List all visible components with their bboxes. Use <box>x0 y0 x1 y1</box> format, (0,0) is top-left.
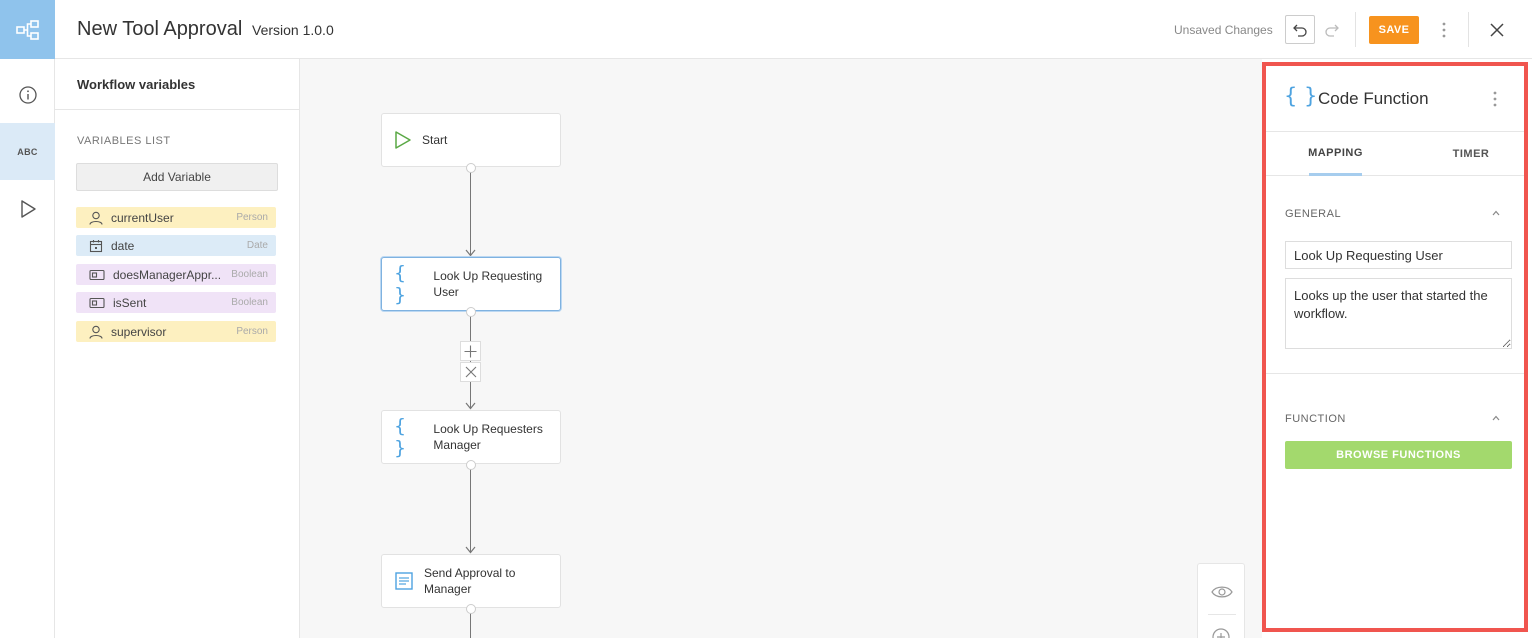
header-divider <box>1468 12 1469 47</box>
zoom-in-button[interactable] <box>1211 626 1231 638</box>
variable-chip[interactable]: isSent Boolean <box>76 292 276 313</box>
variable-name: date <box>111 238 135 253</box>
variable-type: Boolean <box>231 269 268 280</box>
tab-mapping[interactable]: MAPPING <box>1308 132 1362 176</box>
chevron-up-icon[interactable] <box>1492 415 1500 421</box>
properties-menu-button[interactable] <box>1488 86 1502 112</box>
flow-connector <box>470 167 471 255</box>
boolean-icon <box>89 269 105 280</box>
flow-node-send-approval[interactable]: Send Approval to Manager <box>381 554 561 608</box>
variables-panel: Workflow variables VARIABLES LIST Add Va… <box>55 59 300 638</box>
variable-chip[interactable]: currentUser Person <box>76 207 276 228</box>
browse-functions-button[interactable]: BROWSE FUNCTIONS <box>1285 441 1512 469</box>
variables-icon: ABC <box>17 146 38 157</box>
kebab-icon <box>1493 91 1497 107</box>
calendar-icon <box>89 239 103 252</box>
flow-node-label: Start <box>422 133 448 147</box>
page-title: New Tool Approval <box>77 18 243 40</box>
node-port[interactable] <box>466 460 476 470</box>
properties-header: { } Code Function <box>1266 66 1524 132</box>
version-label: Version 1.0.0 <box>252 22 334 38</box>
variable-type: Person <box>236 326 268 337</box>
controls-divider <box>1208 614 1236 615</box>
description-textarea[interactable]: Looks up the user that started the workf… <box>1285 278 1512 349</box>
properties-tabs: MAPPING TIMER <box>1266 132 1524 176</box>
kebab-icon <box>1442 22 1446 38</box>
flow-node-start[interactable]: Start <box>381 113 561 167</box>
flow-node-look-up-requesting-user[interactable]: { } Look Up Requesting User <box>381 257 561 311</box>
rail-variables-button[interactable]: ABC <box>0 123 55 180</box>
flow-node-look-up-requesters-manager[interactable]: { } Look Up Requesters Manager <box>381 410 561 464</box>
flow-node-label: Send Approval to Manager <box>424 566 516 596</box>
workflow-logo[interactable] <box>0 0 55 59</box>
variable-name: isSent <box>113 295 147 310</box>
redo-icon <box>1325 24 1339 37</box>
name-input[interactable] <box>1285 241 1512 269</box>
variable-type: Person <box>236 212 268 223</box>
workflow-icon <box>15 19 39 40</box>
braces-icon: { } <box>394 262 407 306</box>
close-button[interactable] <box>1483 16 1511 44</box>
variable-name: doesManagerAppr... <box>113 267 222 282</box>
workflow-canvas[interactable]: Start { } Look Up Requesting User { } Lo… <box>300 59 1262 638</box>
flow-node-label: Look Up Requesters Manager <box>433 422 543 452</box>
variable-name: currentUser <box>111 210 174 225</box>
variable-name: supervisor <box>111 324 167 339</box>
rail-run-button[interactable] <box>0 180 55 237</box>
more-menu-button[interactable] <box>1434 16 1454 44</box>
arrow-down-icon <box>465 402 476 410</box>
node-port[interactable] <box>466 163 476 173</box>
person-icon <box>89 211 103 225</box>
node-port[interactable] <box>466 307 476 317</box>
variable-type: Date <box>246 240 268 251</box>
canvas-view-controls <box>1197 563 1245 638</box>
header-divider <box>1355 12 1356 47</box>
variable-chip[interactable]: date Date <box>76 235 276 256</box>
play-icon <box>20 199 36 218</box>
section-divider <box>1266 373 1524 374</box>
flow-connector <box>470 464 471 552</box>
function-section-label: FUNCTION <box>1285 413 1346 425</box>
variable-chip[interactable]: supervisor Person <box>76 321 276 342</box>
save-button[interactable]: SAVE <box>1369 16 1419 44</box>
variables-list-label: VARIABLES LIST <box>77 135 171 147</box>
braces-icon: { } <box>1284 84 1318 108</box>
general-section-label: GENERAL <box>1285 208 1342 220</box>
redo-button[interactable] <box>1317 15 1347 44</box>
chevron-up-icon[interactable] <box>1492 210 1500 216</box>
close-icon <box>1490 23 1504 37</box>
braces-icon: { } <box>394 415 407 459</box>
arrow-down-icon <box>465 546 476 554</box>
flow-node-label: Look Up Requesting User <box>433 269 543 299</box>
info-icon <box>18 85 37 104</box>
person-icon <box>89 325 103 339</box>
preview-button[interactable] <box>1211 585 1233 604</box>
eye-icon <box>1211 586 1233 598</box>
close-icon <box>465 366 476 378</box>
rail-info-button[interactable] <box>0 66 55 123</box>
node-port[interactable] <box>466 604 476 614</box>
save-status: Unsaved Changes <box>1174 23 1273 37</box>
boolean-icon <box>89 297 105 308</box>
add-step-button[interactable] <box>460 341 481 361</box>
tab-timer[interactable]: TIMER <box>1452 148 1490 160</box>
undo-button[interactable] <box>1285 15 1315 44</box>
app-header: New Tool Approval Version 1.0.0 Unsaved … <box>55 0 1532 59</box>
variable-type: Boolean <box>231 297 268 308</box>
delete-connection-button[interactable] <box>460 362 481 382</box>
properties-panel: { } Code Function MAPPING TIMER GENERAL … <box>1262 62 1528 632</box>
variable-chip[interactable]: doesManagerAppr... Boolean <box>76 264 276 285</box>
left-rail: ABC <box>0 0 55 638</box>
play-icon <box>395 131 411 149</box>
undo-icon <box>1293 24 1307 37</box>
zoom-in-icon <box>1212 628 1230 638</box>
plus-icon <box>464 345 477 357</box>
variables-panel-title: Workflow variables <box>55 59 299 110</box>
flow-connector <box>470 608 471 638</box>
properties-title: Code Function <box>1318 89 1429 108</box>
form-icon <box>395 572 413 590</box>
add-variable-button[interactable]: Add Variable <box>76 163 278 191</box>
arrow-down-icon <box>465 249 476 257</box>
